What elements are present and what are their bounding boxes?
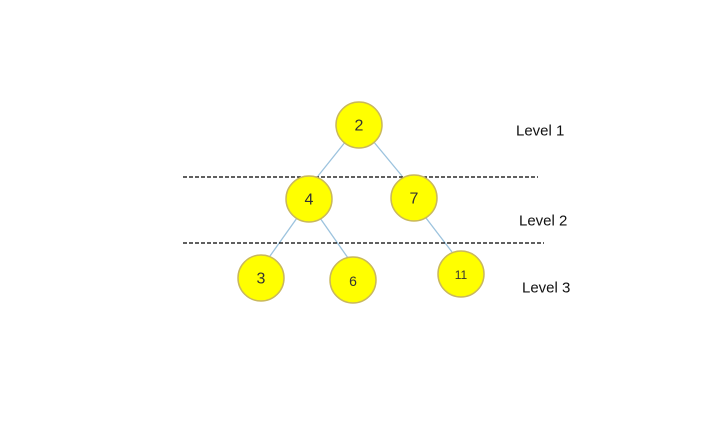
tree-node: 11 bbox=[437, 250, 485, 298]
node-label: 3 bbox=[257, 271, 266, 288]
level-label: Level 2 bbox=[519, 213, 567, 230]
node-circle bbox=[437, 250, 485, 298]
node-circle bbox=[237, 254, 285, 302]
edge-2-4 bbox=[317, 140, 347, 177]
edge-7-11 bbox=[425, 217, 453, 253]
tree-node: 3 bbox=[237, 254, 285, 302]
edge-2-7 bbox=[372, 140, 403, 177]
tree-node: 7 bbox=[390, 174, 438, 222]
level-label: Level 3 bbox=[522, 280, 570, 297]
tree-node: 2 bbox=[335, 101, 383, 149]
node-circle bbox=[329, 256, 377, 304]
node-circle bbox=[390, 174, 438, 222]
node-label: 11 bbox=[455, 268, 468, 282]
node-label: 6 bbox=[349, 273, 357, 289]
node-circle bbox=[335, 101, 383, 149]
level-label: Level 1 bbox=[516, 123, 564, 140]
tree-node: 6 bbox=[329, 256, 377, 304]
edge-4-6 bbox=[319, 217, 349, 259]
node-label: 7 bbox=[410, 191, 419, 208]
node-label: 2 bbox=[355, 118, 364, 135]
node-label: 4 bbox=[305, 192, 314, 209]
node-circle bbox=[285, 175, 333, 223]
tree-node: 4 bbox=[285, 175, 333, 223]
edge-4-3 bbox=[269, 217, 298, 257]
